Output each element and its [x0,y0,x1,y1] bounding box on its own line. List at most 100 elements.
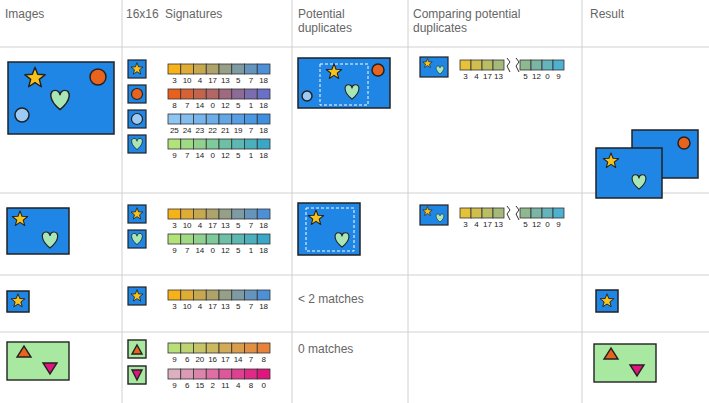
signature-cell [168,234,181,244]
signature-cell [194,343,207,353]
grid-line [122,0,123,403]
image-frame [596,290,618,312]
signature-cell [257,114,270,124]
signature-cell [245,369,258,379]
signature-value: 19 [229,126,248,135]
signature-value: 0 [203,101,222,110]
signature-value: 17 [203,302,222,311]
signature-cell [257,369,270,379]
signature-value: 14 [229,355,248,364]
signature-value: 5 [229,101,248,110]
signature-value: 5 [229,302,248,311]
signature-cell [194,290,207,300]
triangle-up [604,348,618,359]
signature-value: 9 [550,72,567,81]
heart-icon [436,66,444,74]
signature-value: 10 [178,221,197,230]
heart-icon [632,175,646,189]
signature-cell [257,290,270,300]
signature-value: 4 [229,381,248,390]
signature-value: 9 [550,220,567,229]
signature-value: 6 [178,381,197,390]
signature-value: 1 [242,151,261,160]
signature-cell [181,209,194,219]
star-icon [12,211,27,226]
signature-value: 0 [203,246,222,255]
signature-cell [181,114,194,124]
signature-value: 8 [165,101,184,110]
circle-orange [132,89,143,100]
signature-value: 14 [191,151,210,160]
signature-value: 12 [216,246,235,255]
heart-icon [345,85,359,99]
signature-cell [168,369,181,379]
signature-cell [168,114,181,124]
signature-cell [206,64,219,74]
signature-cell [245,139,258,149]
signature-value: 13 [216,221,235,230]
image-frame [7,291,29,312]
signature-cell [245,343,258,353]
match-note: < 2 matches [298,293,398,307]
signature-cell [206,234,219,244]
signature-cell [553,60,564,70]
grid-line [0,47,709,48]
column-header: Signatures [165,8,275,22]
signature-cell [232,64,245,74]
signature-cell [194,114,207,124]
signature-value: 12 [216,101,235,110]
signature-value: 13 [490,72,507,81]
signature-value: 7 [178,101,197,110]
signature-cell [232,290,245,300]
signature-cell [531,208,542,218]
thumb [128,60,146,78]
signature-value: 3 [165,76,184,85]
triangle-up [132,345,142,354]
signature-cell [168,89,181,99]
star-icon [308,210,323,225]
column-header: Comparing potential duplicates [413,8,541,36]
circle-orange [90,69,106,85]
signature-value: 7 [178,246,197,255]
signature-value: 0 [539,72,556,81]
heart-icon [132,138,143,149]
signature-cell [219,369,232,379]
signature-cell [493,208,504,218]
signature-value: 0 [254,381,273,390]
signature-value: 9 [165,355,184,364]
image-frame [8,62,114,134]
signature-cell [232,209,245,219]
thumb [128,230,146,248]
signature-value: 5 [229,221,248,230]
signature-value: 12 [528,220,545,229]
signature-cell [471,208,482,218]
thumb [128,85,146,103]
signature-value: 14 [191,101,210,110]
signature-value: 6 [178,355,197,364]
signature-cell [553,208,564,218]
signature-cell [245,234,258,244]
column-header: Result [590,8,700,22]
compare-thumb [420,205,448,225]
signature-value: 1 [242,246,261,255]
signature-value: 18 [254,302,273,311]
potential-duplicate-1 [298,58,390,108]
signature-value: 10 [178,76,197,85]
signature-value: 5 [517,72,534,81]
signature-cell [245,64,258,74]
column-header: Potential duplicates [298,8,393,36]
signature-value: 5 [229,151,248,160]
signature-value: 3 [457,72,474,81]
signature-cell [181,369,194,379]
signature-value: 20 [191,355,210,364]
signature-cell [206,290,219,300]
signature-value: 11 [216,381,235,390]
signature-cell [206,89,219,99]
image-frame [298,58,390,108]
signature-value: 25 [165,126,184,135]
signature-cell [206,209,219,219]
signature-cell [219,209,232,219]
signature-value: 18 [254,246,273,255]
signature-cell [168,64,181,74]
